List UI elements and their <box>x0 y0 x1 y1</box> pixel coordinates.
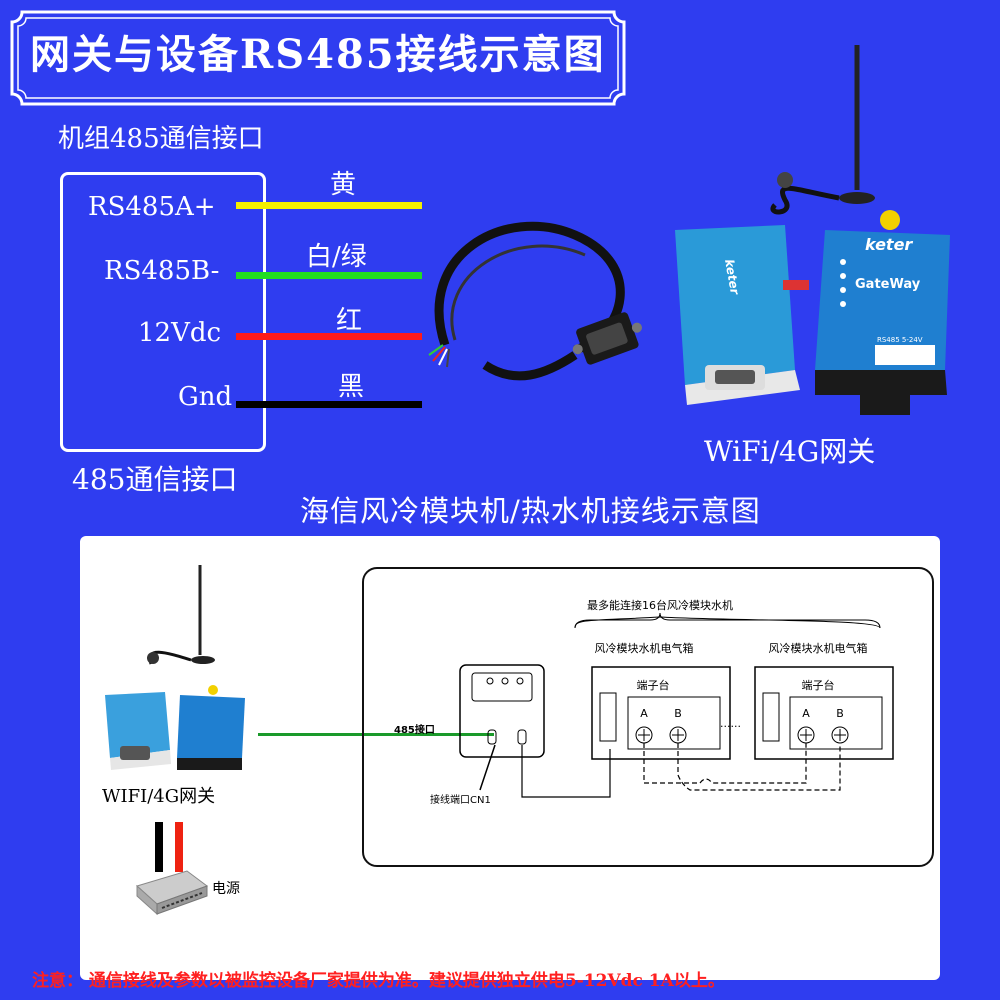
svg-text:RS485 5-24V: RS485 5-24V <box>877 336 923 344</box>
wire-red <box>236 333 422 340</box>
panel-gateway-image <box>105 565 245 770</box>
section-title: 海信风冷模块机/热水机接线示意图 <box>300 494 761 528</box>
svg-text:端子台: 端子台 <box>637 678 670 692</box>
svg-text:keter: keter <box>722 258 742 296</box>
pin-label-a: RS485A+ <box>88 192 216 222</box>
signal-wire <box>258 733 494 736</box>
svg-text:A: A <box>802 707 810 720</box>
gateway-label: WiFi/4G网关 <box>704 435 876 468</box>
svg-text:keter: keter <box>865 235 913 254</box>
wire-green <box>236 272 422 279</box>
svg-text:B: B <box>674 707 682 720</box>
interface-box <box>60 172 266 452</box>
wire-yellow <box>236 202 422 209</box>
power-wire-red <box>175 822 183 872</box>
wire-name-black: 黑 <box>338 372 365 402</box>
svg-text:485接口: 485接口 <box>394 723 435 736</box>
pin-label-b: RS485B- <box>104 256 220 286</box>
controller-wiring-diagram: 最多能连接16台风冷模块水机 风冷模块水机电气箱 风冷模块水机电气箱 485接口… <box>362 567 934 867</box>
svg-text:GateWay: GateWay <box>855 277 921 292</box>
wire-name-yellow: 黄 <box>330 170 357 200</box>
svg-text:接线端口CN1: 接线端口CN1 <box>430 793 491 806</box>
footer-note: 注意： 通信接线及参数以被监控设备厂家提供为准。建议提供独立供电5-12Vdc … <box>32 971 725 991</box>
wire-black <box>236 401 422 408</box>
db9-cable-image <box>428 221 642 381</box>
svg-text:A: A <box>640 707 648 720</box>
power-label: 电源 <box>212 881 240 897</box>
pin-label-12v: 12Vdc <box>138 318 222 348</box>
panel-gateway-label: WIFI/4G网关 <box>102 786 216 807</box>
svg-text:B: B <box>836 707 844 720</box>
power-wire-black <box>155 822 163 872</box>
power-supply-image <box>136 870 209 916</box>
unit-footer: 485通信接口 <box>72 463 238 496</box>
wire-name-red: 红 <box>336 306 363 336</box>
title-frame <box>10 10 626 106</box>
max-units-note: 最多能连接16台风冷模块水机 <box>587 598 733 612</box>
svg-text:......: ...... <box>720 717 741 730</box>
svg-text:风冷模块水机电气箱: 风冷模块水机电气箱 <box>769 641 868 655</box>
svg-text:风冷模块水机电气箱: 风冷模块水机电气箱 <box>595 641 694 655</box>
svg-text:端子台: 端子台 <box>802 678 835 692</box>
gateway-image: keter keter GateWay RS485 5-24V <box>675 45 950 415</box>
pin-label-gnd: Gnd <box>178 382 233 412</box>
page-title: 网关与设备RS485接线示意图 <box>30 31 606 78</box>
unit-header: 机组485通信接口 <box>58 124 264 154</box>
wire-name-green: 白/绿 <box>306 242 367 272</box>
